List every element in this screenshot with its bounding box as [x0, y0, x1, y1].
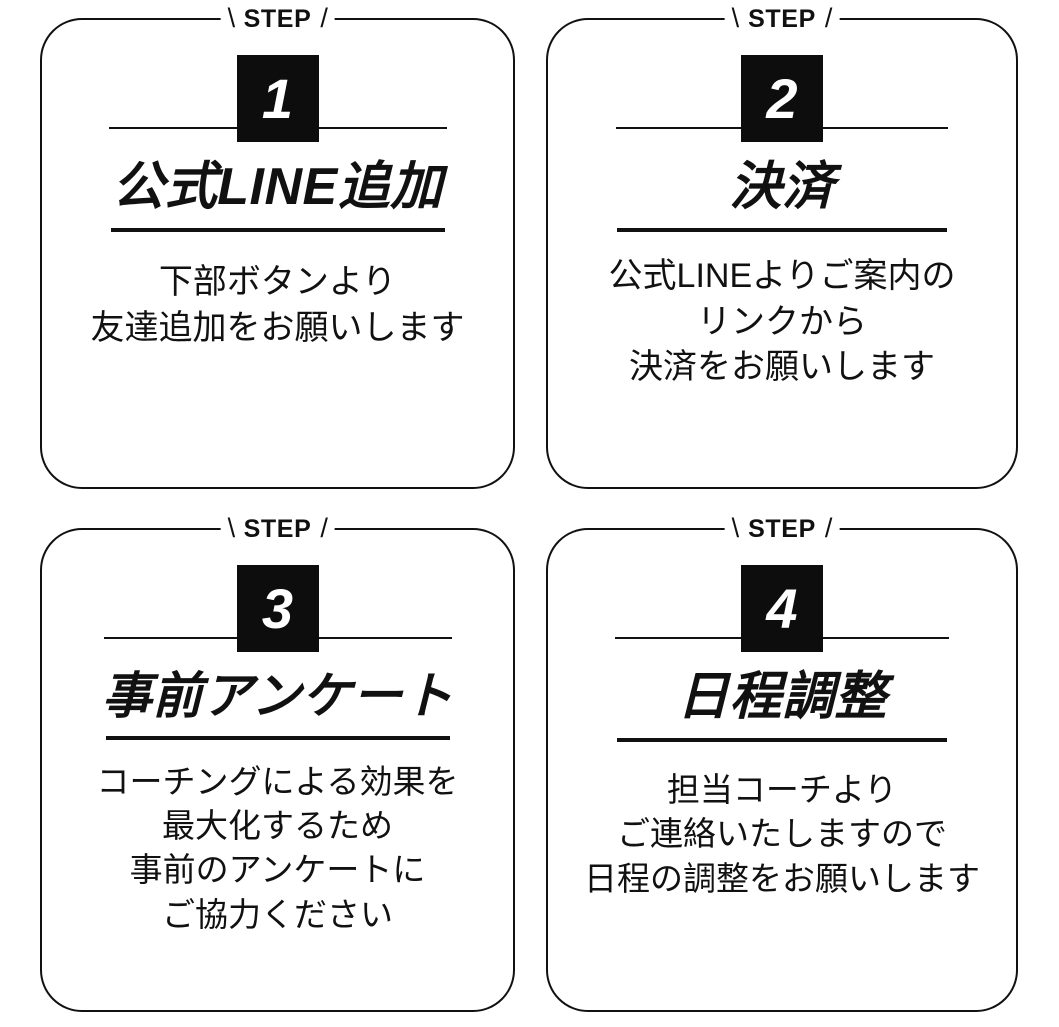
- step-description: 公式LINEよりご案内の リンクから 決済をお願いします: [608, 257, 956, 387]
- slash-left-icon: /: [227, 2, 235, 33]
- slash-right-icon: /: [320, 512, 328, 543]
- slash-right-icon: /: [824, 512, 833, 543]
- step-title: 日程調整: [676, 668, 887, 726]
- step-label-text: STEP: [243, 4, 312, 33]
- step-number-badge: 1: [236, 55, 319, 142]
- slash-left-icon: /: [227, 512, 235, 543]
- step-label-text: STEP: [748, 4, 816, 33]
- thick-divider-rule: [110, 228, 445, 233]
- slash-left-icon: /: [731, 2, 740, 33]
- step-description: 担当コーチより ご連絡いたしますので 日程の調整をお願いします: [584, 771, 980, 897]
- step-label-tab: / STEP /: [220, 513, 335, 545]
- step-title: 公式LINE追加: [112, 158, 443, 216]
- step-number-badge: 4: [741, 565, 823, 652]
- slash-right-icon: /: [320, 2, 328, 33]
- step-description: コーチングによる効果を 最大化するため 事前のアンケートに ご協力ください: [96, 763, 459, 933]
- step-card-1: / STEP / 1 公式LINE追加 下部ボタンより 友達追加をお願いします: [40, 3, 515, 489]
- badge-band: 2: [546, 40, 1018, 142]
- badge-band: 4: [546, 550, 1018, 652]
- step-label-tab: / STEP /: [220, 3, 335, 35]
- step-description: 下部ボタンより 友達追加をお願いします: [90, 263, 465, 347]
- card-content: 4 日程調整 担当コーチより ご連絡いたしますので 日程の調整をお願いします: [546, 528, 1018, 1012]
- step-label-text: STEP: [748, 514, 816, 543]
- badge-band: 3: [40, 550, 515, 652]
- thick-divider-rule: [617, 738, 947, 743]
- step-number-badge: 3: [236, 565, 319, 652]
- card-content: 1 公式LINE追加 下部ボタンより 友達追加をお願いします: [40, 18, 515, 489]
- step-card-3: / STEP / 3 事前アンケート コーチングによる効果を 最大化するため 事…: [40, 513, 515, 1012]
- step-card-2: / STEP / 2 決済 公式LINEよりご案内の リンクから 決済をお願いし…: [546, 3, 1018, 489]
- card-content: 2 決済 公式LINEよりご案内の リンクから 決済をお願いします: [546, 18, 1018, 489]
- card-content: 3 事前アンケート コーチングによる効果を 最大化するため 事前のアンケートに …: [40, 528, 515, 1012]
- badge-band: 1: [40, 40, 515, 142]
- thick-divider-rule: [617, 228, 947, 233]
- thick-divider-rule: [105, 736, 450, 740]
- slash-left-icon: /: [731, 512, 740, 543]
- step-number-badge: 2: [741, 55, 823, 142]
- step-card-4: / STEP / 4 日程調整 担当コーチより ご連絡いたしますので 日程の調整…: [546, 513, 1018, 1012]
- step-title: 決済: [729, 158, 835, 216]
- step-label-tab: / STEP /: [724, 512, 840, 545]
- step-label-tab: / STEP /: [724, 2, 840, 35]
- step-label-text: STEP: [243, 514, 312, 543]
- step-title: 事前アンケート: [101, 668, 454, 724]
- slash-right-icon: /: [824, 2, 833, 33]
